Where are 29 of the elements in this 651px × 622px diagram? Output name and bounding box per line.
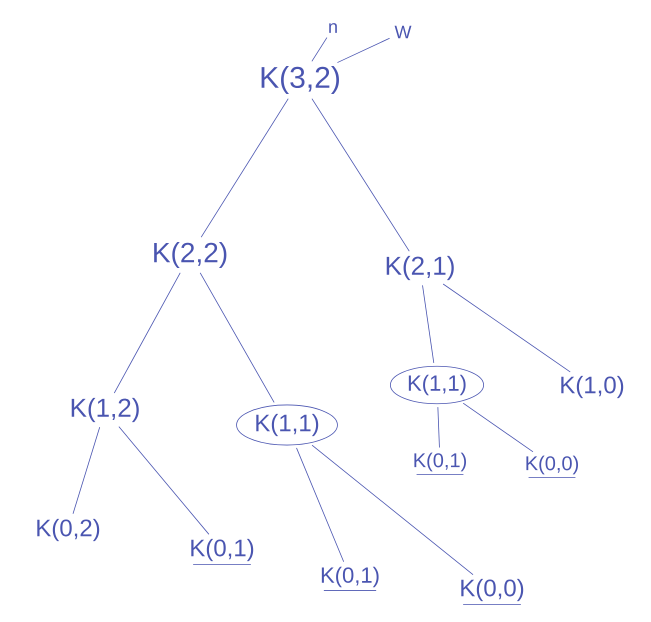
function-call: K(1,0) <box>561 376 624 398</box>
function-call: K(3,2) <box>262 66 339 94</box>
circled-call: K(1,1) <box>236 404 338 446</box>
underlined-call: K(0,0) <box>461 578 524 605</box>
tree-branch <box>72 426 100 514</box>
circled-call: K(1,1) <box>390 366 484 404</box>
underlined-call: K(0,1) <box>414 452 466 475</box>
tree-branch <box>437 406 440 448</box>
underlined-call: K(0,1) <box>322 566 379 591</box>
tree-branch <box>118 426 210 535</box>
function-call: K(1,2) <box>72 398 139 422</box>
leader-line <box>337 38 390 63</box>
underlined-call: K(0,0) <box>526 456 578 478</box>
variable-label: n <box>329 23 337 33</box>
function-call: K(2,2) <box>154 242 226 268</box>
variable-label: W <box>394 26 412 38</box>
tree-branch <box>296 448 344 562</box>
tree-branch <box>200 98 289 238</box>
tree-branch <box>114 272 181 394</box>
leader-line <box>311 37 328 62</box>
tree-branch <box>462 402 534 452</box>
tree-branch <box>422 284 434 364</box>
tree-branch <box>312 98 410 252</box>
tree-branch <box>312 444 474 576</box>
underlined-call: K(0,1) <box>191 538 254 565</box>
tree-branch <box>200 272 275 403</box>
tree-branch <box>442 284 571 372</box>
function-call: K(2,1) <box>386 256 454 280</box>
function-call: K(0,2) <box>37 518 100 542</box>
